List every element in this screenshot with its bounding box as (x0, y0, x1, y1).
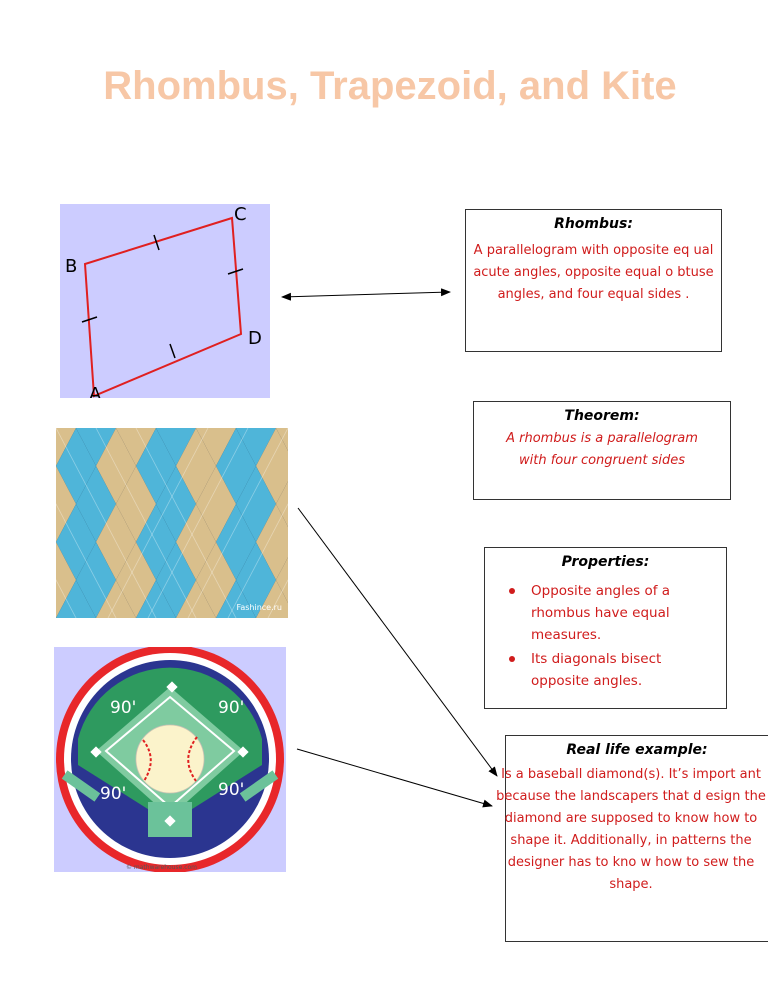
vertex-label-b: B (65, 256, 77, 277)
argyle-pattern-image: Fashince.ru (56, 428, 288, 618)
example-text: Is a baseball diamond(s). It’s import an… (496, 767, 766, 892)
properties-heading: Properties: (561, 554, 650, 570)
property-item: Opposite angles of a rhombus have equal … (505, 580, 716, 646)
properties-box: Properties: Opposite angles of a rhombus… (484, 547, 727, 709)
angle-label-bottom-right: 90' (218, 780, 244, 800)
argyle-arrow (297, 507, 498, 777)
vertex-label-c: C (234, 204, 247, 225)
page-title: Rhombus, Trapezoid, and Kite (103, 64, 677, 108)
theorem-text: A rhombus is a parallelogram with four c… (506, 431, 698, 468)
argyle-crosshatch (56, 428, 288, 618)
rhombus-heading: Rhombus: (554, 216, 633, 232)
angle-label-bottom-left: 90' (100, 784, 126, 804)
baseball-diamond-image: 90' 90' 90' 90' © mathwarehouse.com (54, 647, 286, 872)
tick-mark-ad (169, 343, 176, 359)
theorem-heading: Theorem: (564, 408, 640, 424)
tick-mark-ab (81, 316, 98, 323)
rhombus-diagram: A B C D (60, 204, 270, 398)
bullet-icon (509, 656, 515, 662)
bullet-icon (509, 588, 515, 594)
properties-list: Opposite angles of a rhombus have equal … (485, 580, 726, 692)
argyle-watermark: Fashince.ru (236, 603, 282, 612)
theorem-box: Theorem: A rhombus is a parallelogram wi… (473, 401, 731, 500)
angle-label-top-right: 90' (218, 698, 244, 718)
vertex-label-a: A (89, 384, 102, 398)
property-item: Its diagonals bisect opposite angles. (505, 648, 716, 692)
rhombus-definition-box: Rhombus: A parallelogram with opposite e… (465, 209, 722, 352)
baseball-arrow (296, 748, 493, 808)
argyle-diamonds (56, 428, 288, 618)
vertex-label-d: D (248, 328, 262, 349)
image-credit: © mathwarehouse.com (126, 864, 197, 871)
real-life-example-box: Real life example: Is a baseball diamond… (496, 735, 768, 942)
rhombus-outline (83, 216, 243, 398)
angle-label-top-left: 90' (110, 698, 136, 718)
tick-mark-bc (153, 234, 160, 251)
tick-mark-cd (227, 268, 244, 275)
rhombus-definition: A parallelogram with opposite eq ual acu… (473, 243, 714, 302)
rhombus-double-arrow (281, 288, 451, 301)
example-heading: Real life example: (566, 742, 708, 758)
